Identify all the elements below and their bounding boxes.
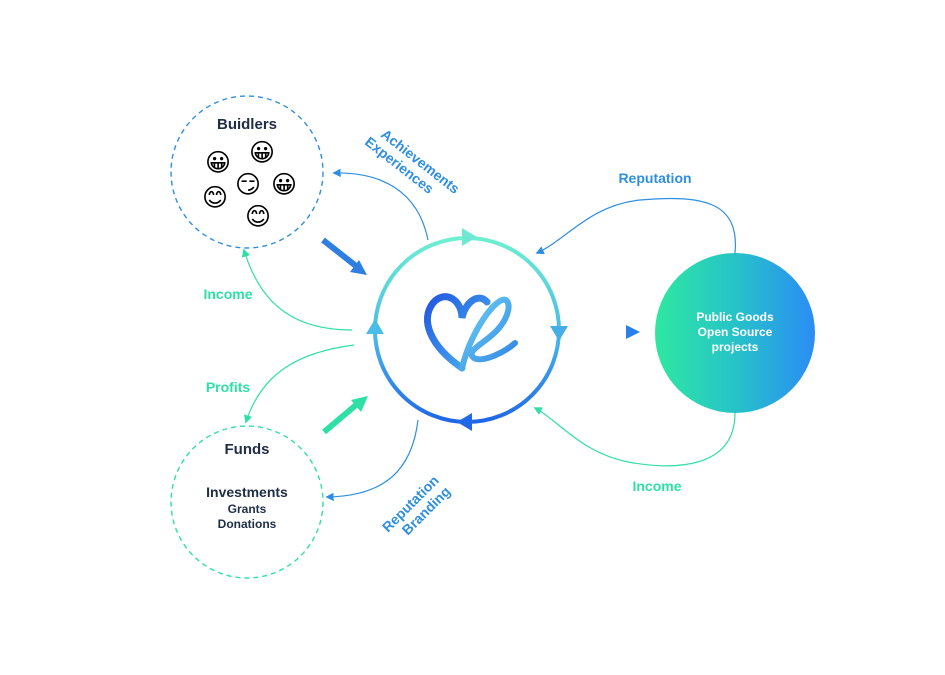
connector-profits [244,344,355,424]
open-source-label: Open Source [698,325,773,339]
connector-reputation-branding [325,419,419,502]
grinning-face-icon: 😀 [205,148,231,177]
funds-node: Funds Investments Grants Donations [170,425,324,579]
funds-investments: Investments [206,484,288,500]
heart-e-logo-icon [423,293,518,372]
winking-face-icon: 😏 [235,170,261,199]
label-income-left: Income [203,286,252,302]
public-goods-label: Public Goods [696,310,774,324]
smiling-face-icon: 😊 [202,183,228,212]
funds-grants: Grants [228,502,267,516]
label-profits: Profits [206,379,251,395]
projects-label: projects [712,340,759,354]
builders-title: Buidlers [217,116,277,133]
funds-title: Funds [225,441,270,458]
ring-arrow-top [462,228,477,246]
smiling-face-icon: 😊 [245,202,271,231]
grinning-face-icon: 😀 [271,170,297,199]
connector-reputation-top [535,197,736,255]
connector-income-left [241,248,353,331]
ring-arrow-left [366,319,384,334]
thick-arrow-builders-to-cycle [321,237,367,275]
label-reputation-top: Reputation [618,170,691,186]
public-goods-node: Public Goods Open Source projects [655,253,815,413]
ring-arrow-right [550,326,568,341]
connector-achievements [332,168,429,241]
ring-arrow-bottom [457,413,472,431]
thick-arrow-cycle-to-public-goods [586,325,640,339]
central-cycle [366,228,568,431]
thick-arrow-funds-to-cycle [322,396,368,435]
builders-node: Buidlers 😀 😀 😏 😀 😊 😊 [170,95,324,249]
funds-donations: Donations [218,517,277,531]
grinning-face-icon: 😀 [249,138,275,167]
label-income-bottom: Income [632,478,681,494]
connector-income-bottom [533,407,736,467]
